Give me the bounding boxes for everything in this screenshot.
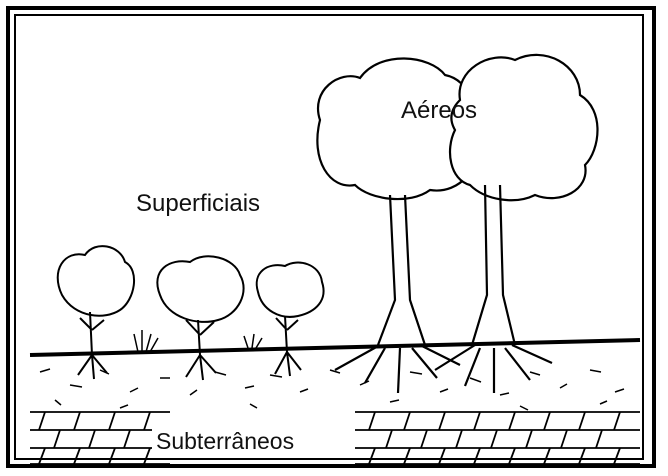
shrub-2 xyxy=(157,256,243,380)
shrub-3 xyxy=(257,263,324,376)
soil-texture xyxy=(40,369,624,410)
shrub-1 xyxy=(58,246,134,379)
label-subterraneos: Subterrâneos xyxy=(152,428,298,455)
ground-line xyxy=(30,340,640,355)
label-superficiais: Superficiais xyxy=(136,190,260,218)
brick-layer xyxy=(30,412,640,464)
label-aereos: Aéreos xyxy=(401,97,477,125)
